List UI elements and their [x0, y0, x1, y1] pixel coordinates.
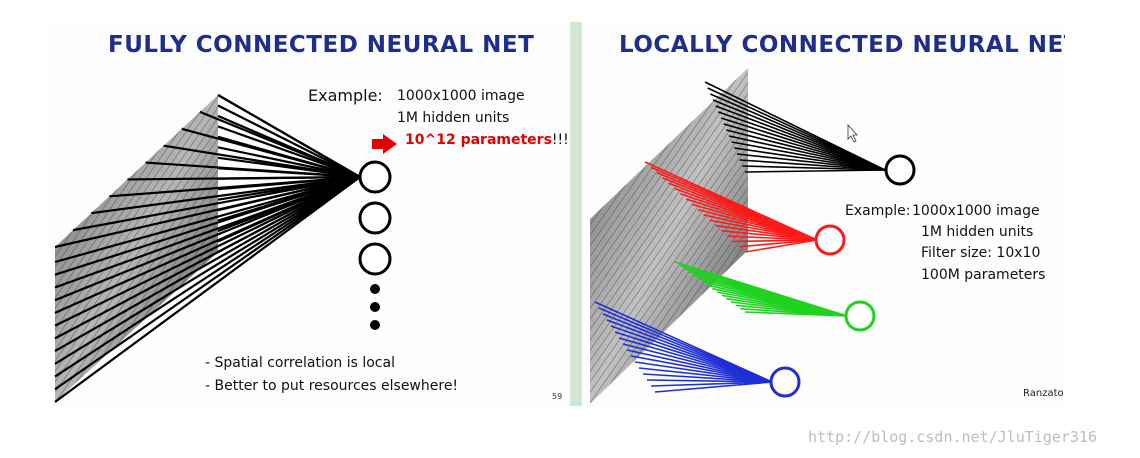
connection-line-black	[731, 141, 886, 171]
connection-line	[199, 110, 361, 179]
example-filter-size: Filter size: 10x10	[921, 245, 1041, 261]
connection-line	[72, 175, 361, 232]
full-connection-lines	[54, 94, 361, 403]
hidden-unit-red	[814, 224, 846, 256]
example-label: Example:	[308, 86, 383, 105]
connection-line-black	[742, 165, 886, 171]
connection-line	[217, 94, 361, 178]
fully-connected-slide: FULLY CONNECTED NEURAL NET Example: 1000…	[50, 22, 570, 406]
credit: Ranzato	[1023, 388, 1064, 399]
hidden-unit-1	[358, 160, 392, 194]
connection-line	[54, 175, 361, 289]
connection-line	[54, 175, 361, 249]
hidden-unit-2	[358, 201, 392, 235]
bullet-resources: - Better to put resources elsewhere!	[205, 378, 459, 394]
connection-line-red	[733, 239, 818, 243]
connection-line-black	[718, 111, 886, 171]
example-image-size: 1000x1000 image	[397, 88, 525, 104]
connection-line-red	[727, 235, 818, 241]
parameter-count-value: 10^12 parameters	[405, 132, 552, 148]
connection-line-blue	[634, 361, 773, 383]
connection-line	[181, 127, 361, 179]
connection-line-red	[744, 239, 818, 253]
connection-line-red	[739, 239, 818, 248]
connection-line-blue	[622, 343, 773, 383]
ellipsis-dot-1	[370, 284, 380, 294]
locally-connected-slide: LOCALLY CONNECTED NEURAL NET Example: 10…	[585, 22, 1065, 406]
parameter-count-exclaim: !!!	[551, 132, 569, 148]
connection-line-blue	[654, 381, 773, 393]
connection-line-green	[744, 311, 848, 317]
locally-connected-diagram	[590, 68, 916, 404]
connection-line	[109, 175, 361, 198]
connection-line	[217, 104, 361, 178]
ellipsis-dot-3	[370, 320, 380, 330]
ellipsis-dot-2	[370, 302, 380, 312]
parameter-count: 10^12 parameters!!!	[405, 132, 569, 148]
hidden-unit-green	[844, 300, 876, 332]
connection-line	[54, 176, 361, 378]
connection-line	[127, 175, 361, 181]
connection-line	[217, 146, 361, 179]
connection-line	[163, 144, 361, 179]
connection-line-blue	[626, 349, 773, 383]
connection-line-blue	[618, 337, 773, 383]
connection-line-black	[736, 153, 886, 171]
fully-connected-diagram	[54, 94, 397, 403]
connection-line	[54, 176, 361, 327]
connection-line	[91, 175, 361, 215]
example-parameters: 100M parameters	[921, 267, 1046, 283]
mouse-cursor-icon	[847, 123, 858, 143]
connection-line-black	[739, 159, 886, 171]
slide-divider	[568, 22, 582, 406]
slide-title: FULLY CONNECTED NEURAL NET	[108, 32, 535, 58]
hidden-unit-blue	[769, 366, 801, 398]
right-arrow-icon	[372, 134, 397, 154]
connection-line	[54, 176, 361, 340]
connection-line-black	[728, 135, 886, 171]
connection-line	[54, 176, 361, 365]
example-label: Example:	[845, 203, 911, 219]
connection-line	[54, 175, 361, 276]
watermark-url: http://blog.csdn.net/JluTiger316	[808, 428, 1097, 446]
connection-line	[54, 176, 361, 403]
connection-line-black	[720, 117, 886, 171]
example-hidden-units: 1M hidden units	[921, 224, 1034, 240]
example-image-size: 1000x1000 image	[912, 203, 1040, 219]
input-image-texture	[590, 68, 748, 404]
connection-line	[54, 175, 361, 314]
slide-title: LOCALLY CONNECTED NEURAL NET	[619, 32, 1065, 58]
connection-line	[217, 125, 361, 179]
hidden-unit-3	[358, 242, 392, 276]
connection-line-blue	[638, 367, 773, 383]
connection-line	[54, 175, 361, 264]
connection-line-black	[723, 123, 886, 171]
local-connection-lines	[594, 81, 886, 393]
connection-line	[54, 176, 361, 391]
connection-line-blue	[642, 373, 773, 383]
connection-line	[145, 161, 361, 179]
connection-line-blue	[646, 379, 773, 383]
connection-line	[54, 175, 361, 302]
connection-line-black	[726, 129, 886, 171]
connection-line-black	[744, 169, 886, 173]
connection-line-blue	[650, 381, 773, 387]
connection-line-black	[734, 147, 886, 171]
connection-line	[54, 176, 361, 353]
bullet-spatial-correlation: - Spatial correlation is local	[205, 355, 395, 371]
connection-line-red	[721, 230, 818, 241]
hidden-unit-black	[884, 154, 916, 186]
connection-line-blue	[630, 355, 773, 383]
example-hidden-units: 1M hidden units	[397, 110, 510, 126]
page-number: 59	[552, 392, 563, 401]
